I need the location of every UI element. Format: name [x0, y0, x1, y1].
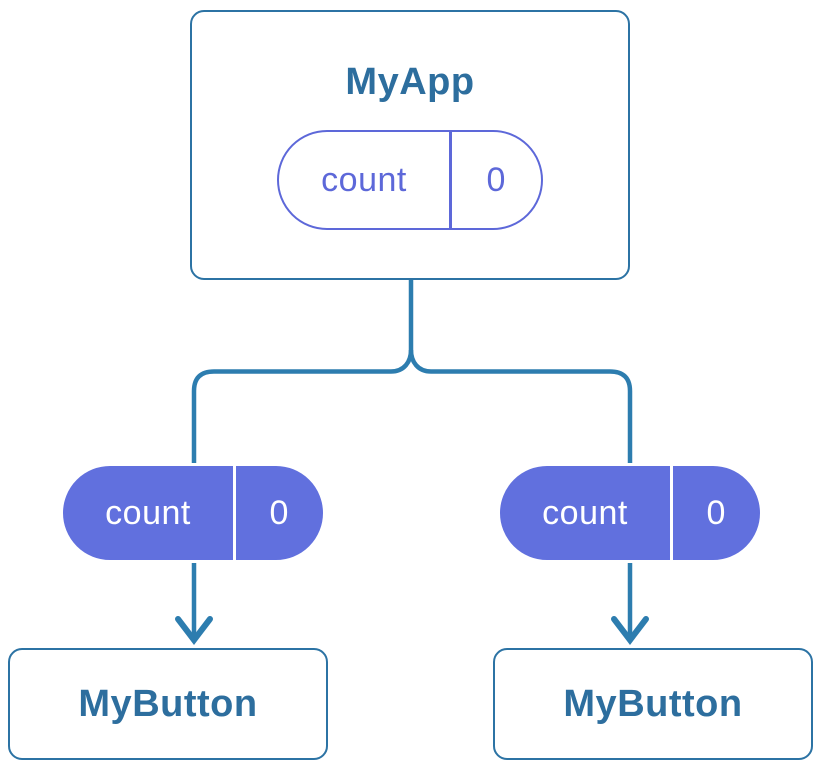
prop-pill-right-value: 0 — [706, 493, 726, 532]
arrow-down-left-icon — [175, 616, 213, 645]
right-branch — [408, 349, 633, 636]
state-pill: count 0 — [277, 130, 543, 230]
prop-pill-left-name: count — [105, 493, 191, 532]
prop-pill-left: count 0 — [60, 463, 326, 563]
state-pill-name: count — [321, 160, 407, 199]
child-component-card-left: MyButton — [8, 648, 328, 760]
prop-pill-left-value: 0 — [269, 493, 289, 532]
prop-pill-right-divider — [670, 466, 673, 560]
state-pill-value: 0 — [486, 160, 506, 199]
prop-pill-right-name: count — [542, 493, 628, 532]
child-component-title-left: MyButton — [78, 683, 258, 725]
arrow-down-right-icon — [611, 616, 649, 645]
parent-component-card: MyApp count 0 — [190, 10, 630, 280]
prop-pill-right: count 0 — [497, 463, 763, 563]
state-pill-divider — [449, 132, 452, 228]
parent-stem-and-left-branch — [191, 278, 414, 636]
prop-pill-left-divider — [233, 466, 236, 560]
child-component-card-right: MyButton — [493, 648, 813, 760]
child-component-title-right: MyButton — [563, 683, 743, 725]
parent-component-title: MyApp — [345, 61, 475, 103]
